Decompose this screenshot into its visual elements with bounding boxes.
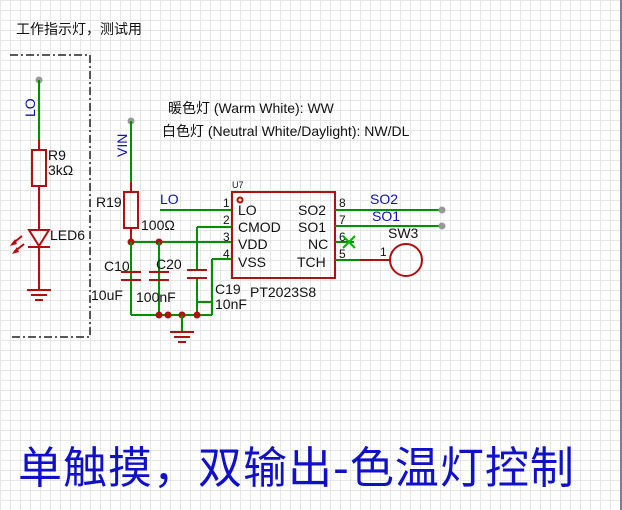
pin-4-name: VSS — [238, 254, 266, 270]
pin-5-number: 5 — [339, 247, 346, 261]
pin-5-name: TCH — [297, 254, 326, 270]
net-label-so2: SO2 — [370, 191, 398, 207]
r9-value: 3kΩ — [48, 162, 73, 178]
c20-capacitor — [149, 271, 169, 281]
pin-1-name: LO — [238, 202, 257, 218]
c10-value: 10uF — [91, 287, 123, 303]
net-label-lo-ic: LO — [160, 191, 179, 207]
pin-8-number: 8 — [339, 196, 346, 210]
pin-7-number: 7 — [339, 213, 346, 227]
u7-part: PT2023S8 — [250, 284, 316, 300]
c19-value: 10nF — [215, 296, 247, 312]
net-label-vin: VIN — [114, 134, 130, 157]
sw3-touch-pad — [389, 243, 423, 277]
pin-2-number: 2 — [223, 213, 230, 227]
so2-terminal — [438, 206, 446, 214]
schematic-title: 单触摸，双输出-色温灯控制 — [18, 443, 575, 494]
c19-capacitor — [187, 269, 207, 279]
net-label-so1: SO1 — [372, 208, 400, 224]
pin-4-number: 4 — [223, 247, 230, 261]
pin-2-name: CMOD — [238, 219, 281, 235]
so1-terminal — [438, 222, 446, 230]
pin-6-name: NC — [308, 236, 328, 252]
sw3-ref: SW3 — [388, 225, 419, 241]
c20-value: 100nF — [136, 289, 176, 305]
ground-symbol-left — [27, 289, 51, 301]
test-section-frame — [10, 54, 91, 338]
sw3-pin: 1 — [380, 245, 387, 259]
ground-symbol-main — [170, 331, 194, 343]
pin-7-name: SO1 — [298, 219, 326, 235]
led6-ref: LED6 — [50, 227, 85, 243]
c20-ref: C20 — [156, 256, 182, 272]
r19-resistor — [123, 191, 139, 229]
nc-marker — [335, 235, 356, 249]
led6-diode — [10, 229, 51, 290]
pin-1-number: 1 — [223, 196, 230, 210]
pin-3-number: 3 — [223, 230, 230, 244]
note-text: 工作指示灯，测试用 — [16, 21, 142, 37]
legend-neutral: 白色灯 (Neutral White/Daylight): NW/DL — [162, 123, 410, 139]
c19-ref: C19 — [215, 281, 241, 297]
r19-value: 100Ω — [141, 217, 175, 233]
u7-ref: U7 — [232, 180, 244, 190]
r9-resistor — [31, 149, 47, 187]
pin-3-name: VDD — [238, 236, 268, 252]
pin-6-number: 6 — [339, 230, 346, 244]
c10-capacitor — [121, 271, 141, 281]
u7-chip — [231, 191, 336, 279]
r19-ref: R19 — [96, 194, 122, 210]
net-label-lo-left: LO — [22, 98, 38, 117]
c10-ref: C10 — [104, 258, 130, 274]
pin-8-name: SO2 — [298, 202, 326, 218]
r9-ref: R9 — [48, 147, 66, 163]
legend-warm: 暖色灯 (Warm White): WW — [168, 100, 335, 116]
